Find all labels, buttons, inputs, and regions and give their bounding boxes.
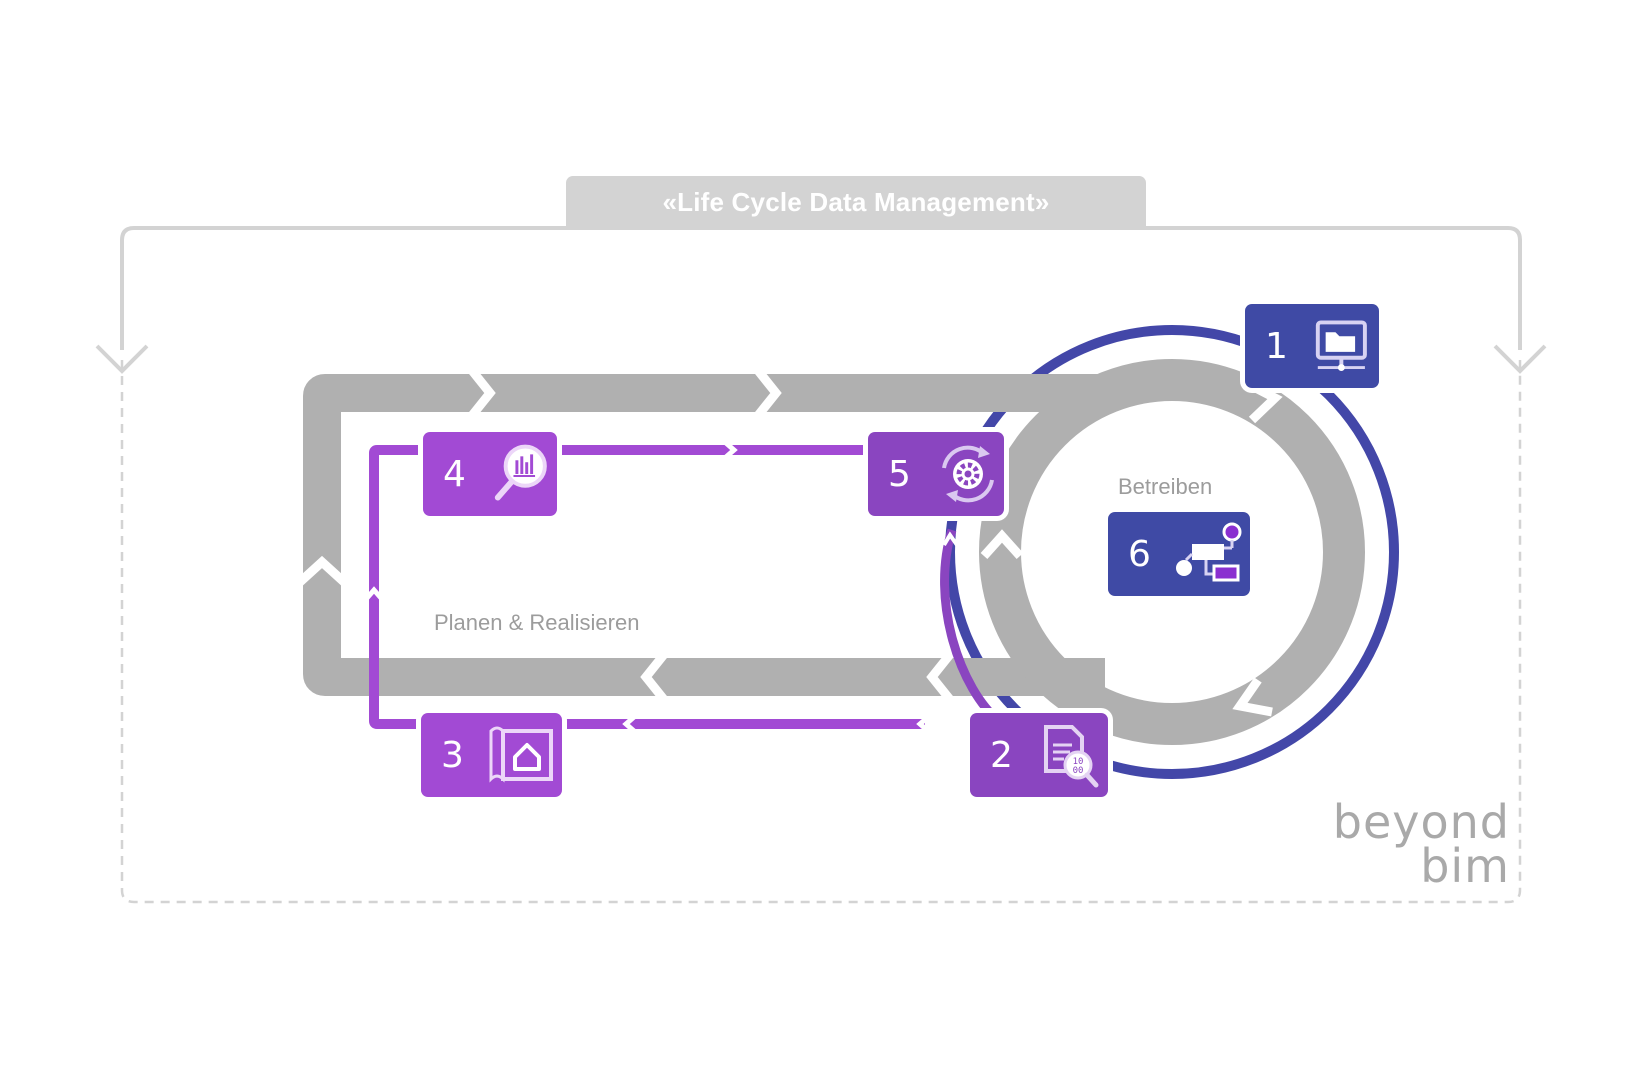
svg-text:00: 00 xyxy=(1073,766,1084,776)
logo-line-1: beyond xyxy=(1332,795,1510,849)
label-betreiben: Betreiben xyxy=(1118,474,1213,499)
document-inspect-icon: 10 00 xyxy=(1044,725,1099,788)
step-5-number: 5 xyxy=(888,453,911,495)
chart-magnifier-icon xyxy=(495,444,548,501)
purple-chevron-left xyxy=(365,586,383,600)
house-plan-icon xyxy=(489,726,553,783)
violet-chevron xyxy=(942,531,959,547)
label-planen-realisieren: Planen & Realisieren xyxy=(434,610,640,635)
computer-folder-icon xyxy=(1316,320,1368,372)
page-title: «Life Cycle Data Management» xyxy=(566,176,1146,228)
purple-chevron-bottom-1 xyxy=(622,715,636,733)
chevron-top-2 xyxy=(752,365,782,421)
purple-chevron-top xyxy=(724,441,738,459)
chevron-bottom-2 xyxy=(926,649,956,705)
step-3-number: 3 xyxy=(441,734,464,776)
chevron-ring-top xyxy=(1245,380,1283,424)
step-2-number: 2 xyxy=(990,734,1013,776)
step-4-box: 4 xyxy=(423,432,557,516)
gear-cycle-icon xyxy=(942,445,994,503)
outer-frame-dashed xyxy=(120,360,1522,904)
svg-text:10: 10 xyxy=(1073,757,1084,767)
chevron-bottom-1 xyxy=(640,649,670,705)
violet-connector-arc xyxy=(940,528,1003,726)
chevron-top-1 xyxy=(466,365,496,421)
purple-chevron-bottom-2 xyxy=(916,715,930,733)
flowchart-icon xyxy=(1176,522,1242,582)
step-6-box: 6 xyxy=(1108,512,1250,596)
frame-arrow-right xyxy=(1493,344,1547,374)
outer-frame-solid xyxy=(120,226,1522,350)
step-3-box: 3 xyxy=(421,713,562,797)
step-4-number: 4 xyxy=(443,453,466,495)
logo-line-2: bim xyxy=(1420,839,1510,893)
step-1-box: 1 xyxy=(1245,304,1379,388)
chevron-left xyxy=(296,555,348,586)
step-6-number: 6 xyxy=(1128,533,1151,575)
step-5-box: 5 xyxy=(868,432,1004,516)
betreiben-gray-ring xyxy=(979,359,1365,745)
frame-arrow-left xyxy=(95,344,149,374)
beyond-bim-logo: beyond bim xyxy=(1300,795,1510,900)
step-2-box: 2 10 00 xyxy=(970,713,1108,797)
planen-gray-loop xyxy=(303,374,1105,696)
chevron-ring-left xyxy=(980,529,1024,560)
step-1-number: 1 xyxy=(1265,325,1288,367)
chevron-ring-bottom xyxy=(1232,677,1273,717)
